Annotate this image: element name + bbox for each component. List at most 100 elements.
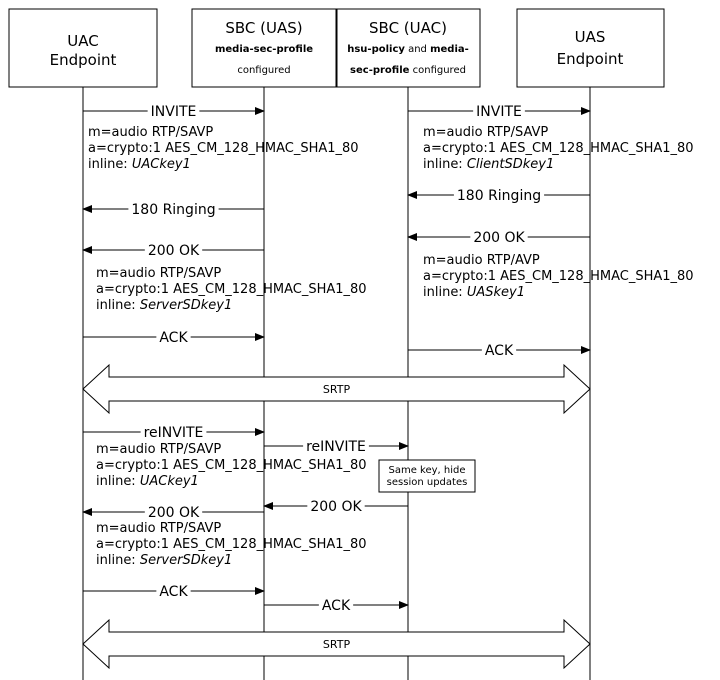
message-label: INVITE bbox=[476, 104, 522, 120]
sdp-inline-line: inline: ClientSDkey1 bbox=[423, 157, 554, 172]
message-label: ACK bbox=[485, 343, 514, 359]
message-arrow: INVITE bbox=[83, 102, 265, 120]
message-label-bg bbox=[147, 102, 200, 118]
srtp-arrow-shape bbox=[82, 618, 591, 670]
srtp-label: SRTP bbox=[323, 638, 351, 651]
message-label: INVITE bbox=[151, 104, 197, 120]
message-arrow: 200 OK bbox=[263, 497, 408, 515]
message-arrow: reINVITE bbox=[264, 437, 409, 455]
sdp-inline-label: inline: bbox=[88, 157, 132, 172]
message-arrow: ACK bbox=[264, 596, 409, 614]
message-label-bg bbox=[144, 241, 203, 257]
message-label-bg bbox=[140, 423, 207, 439]
message-label: ACK bbox=[159, 584, 188, 600]
participant-label-part: hsu-policy bbox=[347, 44, 405, 55]
message-label-bg bbox=[156, 582, 191, 598]
media-streams: SRTP SRTP bbox=[82, 363, 591, 670]
sdp-key: UACkey1 bbox=[140, 474, 199, 489]
participant-sbc_uac: SBC (UAC)hsu-policy and media-sec-profil… bbox=[336, 8, 481, 88]
participant-label-part: configured bbox=[409, 65, 466, 76]
message-label-bg bbox=[318, 596, 354, 612]
sdp-line: m=audio RTP/SAVP bbox=[88, 125, 213, 140]
participant-box bbox=[516, 8, 665, 88]
participant-label: Endpoint bbox=[557, 50, 624, 68]
message-label-bg bbox=[128, 200, 219, 216]
message-label: 200 OK bbox=[310, 499, 362, 515]
participant-label: Endpoint bbox=[50, 51, 117, 69]
message-label: ACK bbox=[159, 330, 188, 346]
sdp-inline-line: inline: UACkey1 bbox=[96, 474, 199, 489]
sdp-line: m=audio RTP/SAVP bbox=[96, 442, 221, 457]
message-arrow: 180 Ringing bbox=[407, 186, 590, 204]
participant-uas: UAS Endpoint bbox=[516, 8, 665, 88]
srtp-arrow-shape bbox=[82, 363, 591, 415]
note-rect bbox=[378, 459, 476, 493]
message-label: 200 OK bbox=[473, 230, 525, 246]
message-label-bg bbox=[481, 341, 517, 357]
message-arrow: 200 OK bbox=[407, 228, 590, 246]
participant-label: SBC (UAS) bbox=[225, 19, 302, 37]
participant-label: sec-profile configured bbox=[350, 65, 466, 76]
sdp-inline-label: inline: bbox=[96, 553, 140, 568]
sdp-line: a=crypto:1 AES_CM_128_HMAC_SHA1_80 bbox=[423, 141, 694, 156]
message-label: 200 OK bbox=[148, 243, 200, 259]
sdp-key: ClientSDkey1 bbox=[467, 157, 554, 172]
participant-label: UAS bbox=[575, 28, 606, 46]
message-label: 180 Ringing bbox=[457, 188, 541, 204]
sdp-key: ServerSDkey1 bbox=[140, 298, 232, 313]
participant-label-part: media- bbox=[430, 44, 469, 55]
participant-label: media-sec-profile bbox=[215, 44, 313, 55]
sdp-inline-label: inline: bbox=[96, 474, 140, 489]
message-label: 180 Ringing bbox=[131, 202, 215, 218]
message-label: 200 OK bbox=[148, 505, 200, 521]
sdp-inline-label: inline: bbox=[423, 157, 467, 172]
message-arrow: reINVITE bbox=[83, 423, 265, 441]
message-label-bg bbox=[303, 437, 369, 453]
participant-label-part: sec-profile bbox=[350, 65, 410, 76]
participant-label: hsu-policy and media- bbox=[347, 44, 469, 55]
sdp-inline-line: inline: UASkey1 bbox=[423, 285, 525, 300]
message-arrow: 200 OK bbox=[82, 503, 264, 521]
sdp-line: a=crypto:1 AES_CM_128_HMAC_SHA1_80 bbox=[88, 141, 359, 156]
message-label: reINVITE bbox=[306, 439, 366, 455]
sdp-line: a=crypto:1 AES_CM_128_HMAC_SHA1_80 bbox=[423, 269, 694, 284]
sdp-line: a=crypto:1 AES_CM_128_HMAC_SHA1_80 bbox=[96, 282, 367, 297]
message-label-bg bbox=[470, 228, 528, 244]
message-label-bg bbox=[453, 186, 545, 202]
sdp-inline-line: inline: ServerSDkey1 bbox=[96, 298, 232, 313]
message-label: reINVITE bbox=[144, 425, 204, 441]
participant-label-part: and bbox=[405, 44, 430, 55]
sdp-line: a=crypto:1 AES_CM_128_HMAC_SHA1_80 bbox=[96, 458, 367, 473]
sdp-inline-line: inline: ServerSDkey1 bbox=[96, 553, 232, 568]
message-arrow: 180 Ringing bbox=[82, 200, 264, 218]
note-line: session updates bbox=[387, 477, 468, 488]
sdp-line: m=audio RTP/SAVP bbox=[423, 125, 548, 140]
sdp-line: a=crypto:1 AES_CM_128_HMAC_SHA1_80 bbox=[96, 537, 367, 552]
message-label-bg bbox=[473, 102, 525, 118]
message-arrow: INVITE bbox=[408, 102, 591, 120]
participant-box bbox=[336, 8, 481, 88]
message-label-bg bbox=[307, 497, 365, 513]
sdp-key: ServerSDkey1 bbox=[140, 553, 232, 568]
note-line: Same key, hide bbox=[388, 465, 465, 476]
srtp-stream: SRTP bbox=[82, 363, 591, 415]
message-arrow: ACK bbox=[83, 328, 265, 346]
message-label-bg bbox=[144, 503, 203, 519]
message-label-bg bbox=[156, 328, 191, 344]
srtp-label: SRTP bbox=[323, 383, 351, 396]
sdp-line: m=audio RTP/SAVP bbox=[96, 521, 221, 536]
participant-label: UAC bbox=[67, 32, 98, 50]
participant-box bbox=[8, 8, 158, 88]
sdp-inline-line: inline: UACkey1 bbox=[88, 157, 191, 172]
